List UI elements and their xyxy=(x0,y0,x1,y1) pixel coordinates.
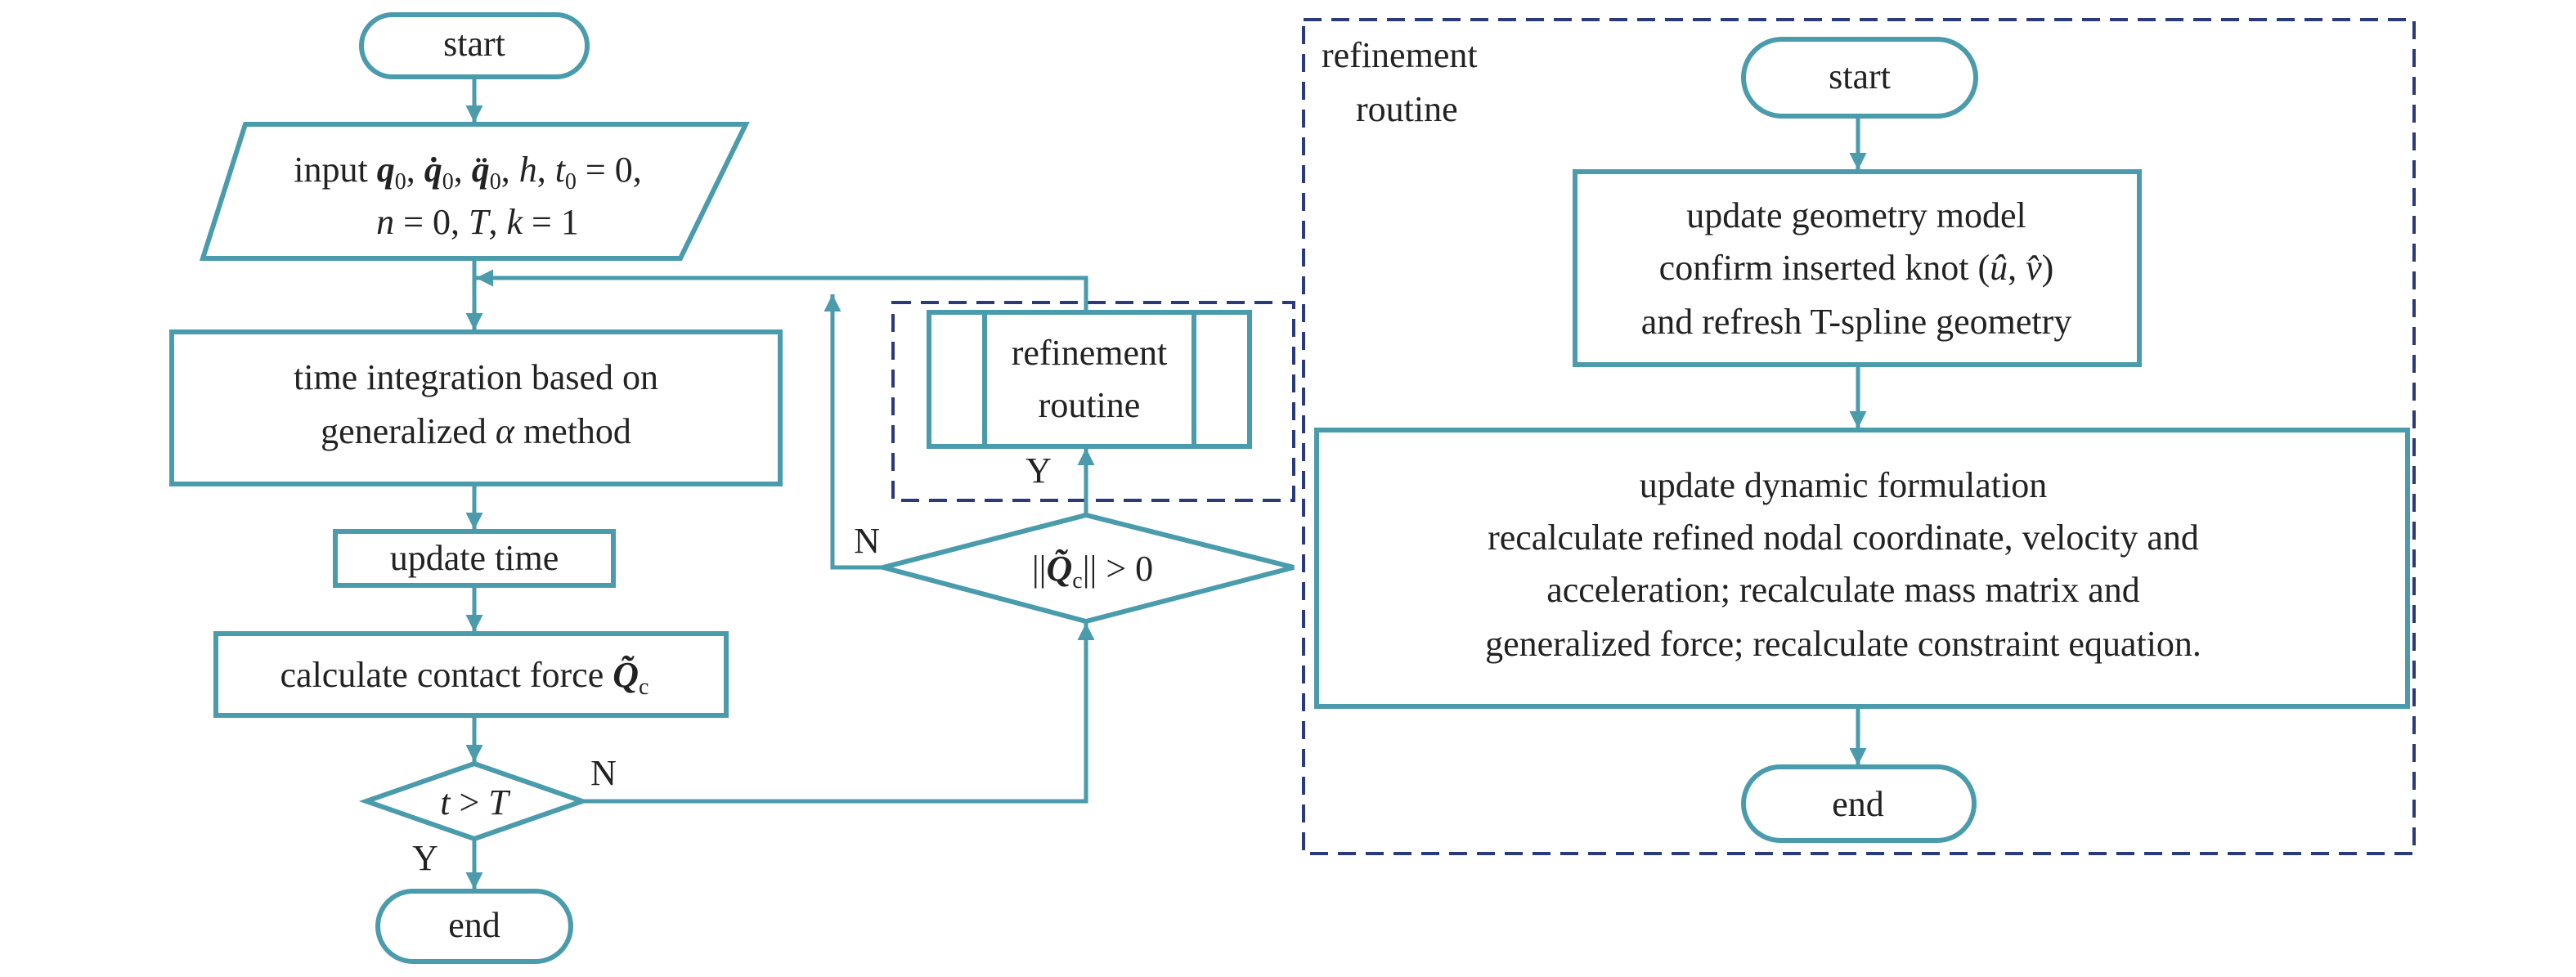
routine-end-terminal xyxy=(1741,764,1977,843)
integration-process-box xyxy=(169,329,783,486)
dynamic-line-1: update dynamic formulation xyxy=(1640,465,2048,505)
integration-line-1: time integration based on xyxy=(294,357,658,397)
routine-start-label: start xyxy=(1829,56,1891,96)
update-time-label: update time xyxy=(390,538,559,578)
dynamic-update-box xyxy=(1314,428,2410,709)
geometry-line-2: confirm inserted knot (û, v̂) xyxy=(1659,248,2054,288)
refinement-box-line-1: refinement xyxy=(1012,333,1168,373)
arrow-refinement-return xyxy=(476,269,1088,312)
time-decision-yes-label: Y xyxy=(412,838,438,878)
start-label: start xyxy=(443,24,505,64)
geometry-line-3: and refresh T-spline geometry xyxy=(1641,302,2072,342)
routine-end-label: end xyxy=(1832,784,1884,824)
arrow-time-no-to-force-decision xyxy=(582,623,1095,804)
end-label: end xyxy=(448,905,500,945)
middle-dashed-frame xyxy=(891,301,1295,502)
geometry-line-1: update geometry model xyxy=(1686,195,2026,235)
time-decision-label: t > T xyxy=(440,782,511,822)
contact-force-box xyxy=(213,631,729,718)
dynamic-line-3: acceleration; recalculate mass matrix an… xyxy=(1546,570,2140,610)
input-parallelogram xyxy=(199,122,750,261)
refinement-subroutine-box xyxy=(927,310,1252,449)
input-line-1: input q0, q̇0, q̈0, h, t0 = 0, xyxy=(294,150,642,195)
force-decision-yes-label: Y xyxy=(1025,450,1052,491)
force-decision-diamond xyxy=(873,512,1295,625)
end-terminal xyxy=(375,889,573,964)
refinement-box-line-2: routine xyxy=(1039,385,1141,425)
routine-frame-label-line-2: routine xyxy=(1356,89,1458,129)
routine-frame-label-line-1: refinement xyxy=(1322,35,1478,75)
dynamic-line-4: generalized force; recalculate constrain… xyxy=(1485,624,2201,664)
force-decision-no-label: N xyxy=(854,521,880,561)
dynamic-line-2: recalculate refined nodal coordinate, ve… xyxy=(1488,518,2199,558)
arrow-force-no-loop xyxy=(824,294,883,570)
force-decision-label: ||Q̃c|| > 0 xyxy=(1032,549,1153,594)
integration-line-2: generalized α method xyxy=(321,411,631,451)
input-line-2: n = 0, T, k = 1 xyxy=(376,202,579,242)
time-decision-no-label: N xyxy=(590,753,617,793)
contact-force-label: calculate contact force Q̃c xyxy=(280,655,649,700)
